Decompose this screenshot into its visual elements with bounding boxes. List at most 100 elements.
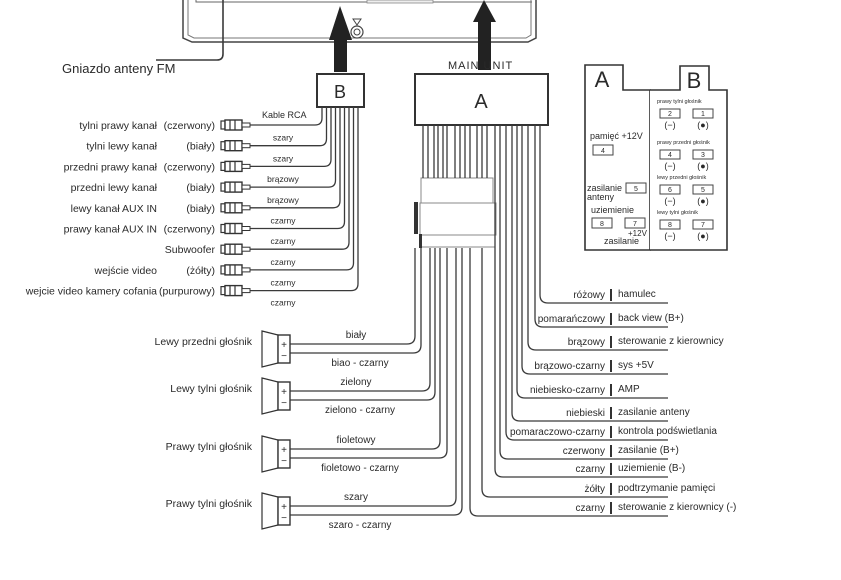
rca-channel-name: wejście video <box>94 265 158 277</box>
rca-wire-color: czarny <box>270 297 296 307</box>
pinout-group-title: lewy przedni głośnik <box>657 175 706 181</box>
rca-channel-name: tylni prawy kanał <box>79 120 157 132</box>
pin-antenna-label: zasilanie <box>587 183 622 193</box>
arrow-up-icon <box>329 6 352 72</box>
plus-terminal: + <box>281 340 287 351</box>
speaker-wire-plus <box>290 248 457 507</box>
speaker-minus-wire-color: zielono - czarny <box>325 405 395 416</box>
rca-cable-title: Kable RCA <box>262 110 307 120</box>
wire-function-label: AMP <box>618 384 640 395</box>
rca-row: przedni lewy kanał(biały)brązowy <box>71 174 300 194</box>
wire-color-label: różowy <box>573 290 605 301</box>
wire-function-row: niebiesko-czarny AMP <box>516 248 668 399</box>
minus-terminal: − <box>281 398 287 409</box>
speaker-icon: +− <box>261 492 291 530</box>
speaker-minus-wire-color: szaro - czarny <box>329 520 392 531</box>
pin-negative: 6 <box>668 187 672 194</box>
rca-plug-icon <box>220 160 251 173</box>
rca-wire <box>250 107 350 250</box>
plus-terminal: + <box>281 387 287 398</box>
rca-wire-color: szary <box>273 133 294 143</box>
rca-wire-color: czarny <box>270 216 296 226</box>
minus-terminal: − <box>281 513 287 524</box>
wire-color-label: czarny <box>576 503 605 514</box>
speaker-wire-plus <box>290 248 441 450</box>
harness-sleeve <box>419 202 497 236</box>
rca-plug-color: (żółty) <box>186 265 215 277</box>
pin-antenna: 5 <box>634 186 638 193</box>
positive-symbol: (●) <box>697 231 708 241</box>
speaker-wire-minus <box>290 248 463 516</box>
rca-wire <box>250 107 332 168</box>
rca-plug-icon <box>220 119 251 131</box>
speaker-plus-wire-color: zielony <box>340 377 371 388</box>
rca-wire-color: szary <box>273 153 294 163</box>
rca-plug-icon <box>220 202 251 214</box>
function-wire <box>521 248 668 375</box>
wire-color-label: niebieski <box>566 408 605 419</box>
rca-plug-icon <box>220 222 251 235</box>
rca-channel-name: przedni prawy kanał <box>64 161 158 173</box>
antenna-wire <box>156 0 224 61</box>
pin-power-label: zasilanie <box>604 236 639 246</box>
rca-plug-color: (czerwony) <box>164 120 215 132</box>
pin-positive: 5 <box>701 187 705 194</box>
wire-function-label: kontrola podświetlania <box>618 426 717 437</box>
wire-function-label: sterowanie z kierownicy <box>618 336 724 347</box>
connector-a <box>414 73 549 126</box>
function-wire <box>516 248 668 399</box>
speaker-name: Prawy tylni głośnik <box>166 498 253 510</box>
speaker-name: Prawy tylni głośnik <box>166 441 253 453</box>
speaker-plus-wire-color: fioletowy <box>337 435 376 446</box>
connector-b <box>316 73 365 108</box>
head-unit <box>182 0 537 43</box>
pinout-group-title: prawy tylni głośnik <box>657 99 702 105</box>
rca-plug-color: (czerwony) <box>164 224 215 236</box>
positive-symbol: (●) <box>697 161 708 171</box>
wire-color-label: niebiesko-czarny <box>530 385 605 396</box>
speaker-icon: +− <box>261 435 291 473</box>
antenna-label: Gniazdo anteny FM <box>62 61 175 76</box>
speaker-name: Lewy przedni głośnik <box>155 336 253 348</box>
arrow-up-icon <box>473 0 496 70</box>
rca-wire-color: brązowy <box>267 195 299 205</box>
rca-plug-color: (biały) <box>186 203 215 215</box>
speaker-wire-minus <box>290 248 448 459</box>
rca-channel-name: wejcie video kamery cofania <box>25 286 157 298</box>
rca-channel-name: tylni lewy kanał <box>86 141 157 153</box>
rca-wire-color: czarny <box>270 278 296 288</box>
harness-a-wires <box>290 125 541 516</box>
negative-symbol: (−) <box>664 120 675 130</box>
rca-wire <box>250 107 328 147</box>
wire-function-label: hamulec <box>618 289 656 300</box>
positive-symbol: (●) <box>697 120 708 130</box>
pinout-group-title: lewy tylni głośnik <box>657 210 698 216</box>
wire-color-label: pomaraczowo-czarny <box>510 427 605 438</box>
rca-row: przedni prawy kanał(czerwony)szary <box>64 153 294 173</box>
pin-positive: 7 <box>701 222 705 229</box>
connector-b-label: B <box>334 82 346 102</box>
wire-color-label: czarny <box>576 464 605 475</box>
plus-terminal: + <box>281 502 287 513</box>
rca-plug-icon <box>220 181 251 193</box>
function-wire <box>481 248 668 498</box>
pin-power-voltage: +12V <box>628 229 648 238</box>
pin-negative: 4 <box>668 152 672 159</box>
wire-function-label: sys +5V <box>618 360 654 371</box>
negative-symbol: (−) <box>664 161 675 171</box>
pin-memory-label: pamięć +12V <box>590 131 643 141</box>
rca-wire <box>250 107 323 126</box>
